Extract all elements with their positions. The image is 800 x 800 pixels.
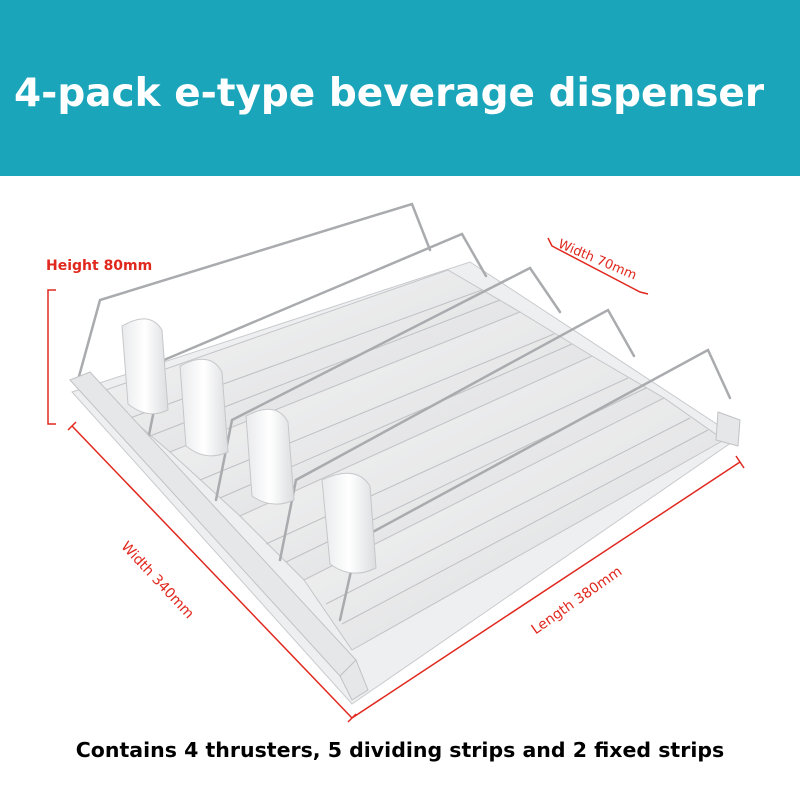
dividing-wire-3: [214, 266, 562, 502]
width-top-dimension-line: [547, 237, 649, 295]
dimension-lines: [47, 237, 745, 723]
thruster-4: [321, 472, 377, 574]
dividing-wires: [76, 202, 732, 622]
dividing-wire-5: [338, 348, 732, 622]
contents-caption: Contains 4 thrusters, 5 dividing strips …: [75, 738, 725, 762]
height-dimension-line: [47, 289, 56, 425]
thruster-2: [179, 358, 229, 457]
banner-title: 4-pack e-type beverage dispenser: [14, 71, 765, 116]
dividing-wire-1: [76, 202, 432, 382]
thrusters: [121, 318, 377, 574]
width-side-dimension-line: [71, 425, 353, 719]
length-dimension-line: [351, 461, 741, 719]
thruster-3: [245, 408, 295, 505]
front-frame: [69, 371, 741, 701]
dividing-wire-4: [278, 308, 636, 562]
beverage-dispenser-illustration: [47, 202, 745, 723]
thruster-1: [121, 318, 169, 415]
height-dimension-label: Height 80mm: [46, 258, 153, 274]
title-banner: 4-pack e-type beverage dispenser: [0, 0, 800, 176]
